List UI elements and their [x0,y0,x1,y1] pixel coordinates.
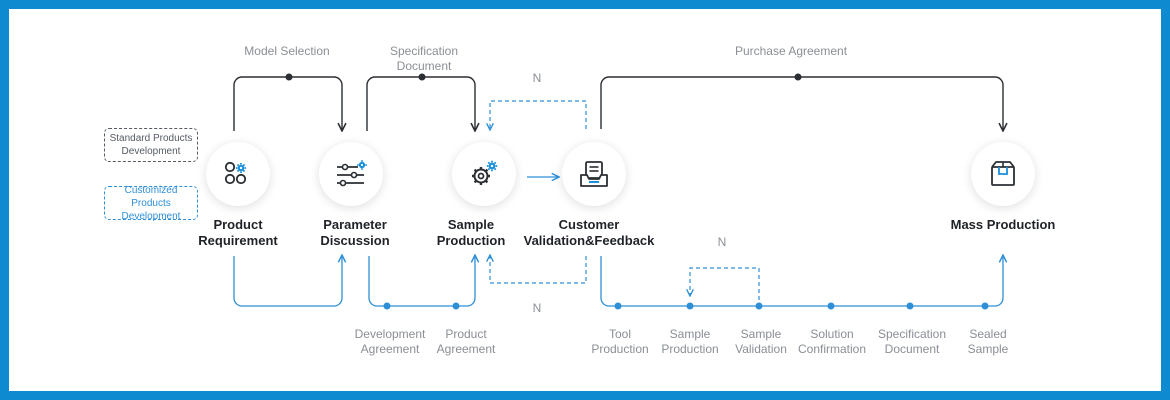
dot-sealed-sample [981,302,989,310]
label-solution-confirmation: Solution Confirmation [797,327,867,356]
label-purchase-agreement: Purchase Agreement [734,44,848,58]
dot-tool-production [614,302,622,310]
dot-model-selection [285,73,293,81]
top-connector-purchase [600,76,1003,131]
feedback-loop-bottom-n [490,255,587,284]
diagram-frame: Standard Products Development Customized… [9,9,1161,391]
label-specification-document: Specification Document [389,44,459,73]
product-grid-gear-icon[interactable] [206,142,270,206]
dot-purchase [794,73,802,81]
top-connector-specification [366,76,475,131]
dot-product-agreement [452,302,460,310]
dot-specification-document [906,302,914,310]
sliders-gear-icon[interactable] [319,142,383,206]
label-n-top: N [532,71,542,85]
bottom-connector-production [600,255,1003,307]
node-title-sample-production: Sample Production [436,217,506,248]
node-title-customer-validation: Customer Validation&Feedback [523,217,655,248]
node-title-mass-production: Mass Production [950,217,1056,232]
label-specification-document: Specification Document [877,327,947,356]
label-sample-production: Sample Production [661,327,719,356]
flow-lines [233,73,1161,310]
label-sealed-sample: Sealed Sample [967,327,1009,356]
node-title-parameter-discussion: Parameter Discussion [320,217,390,248]
package-box-icon[interactable] [971,142,1035,206]
customized-products-box: Customized Products Development [104,185,198,222]
label-model-selection: Model Selection [244,44,330,58]
dot-development-agreement [383,302,391,310]
label-n-right: N [717,235,727,249]
top-connector-model-selection [233,76,342,131]
label-tool-production: Tool Production [591,327,649,356]
feedback-loop-right-n [690,267,760,300]
dot-sample-production [686,302,694,310]
gears-icon[interactable] [452,142,516,206]
dot-solution-confirmation [827,302,835,310]
bottom-connector-discussion [368,255,475,307]
label-product-agreement: Product Agreement [436,327,496,356]
bottom-connector-requirement [233,255,342,307]
dot-specification [418,73,426,81]
feedback-loop-top-n [490,100,587,130]
standard-products-box: Standard Products Development [104,128,198,162]
dot-sample-validation [755,302,763,310]
label-n-middle: N [532,301,542,315]
node-title-product-requirement: Product Requirement [198,217,278,248]
label-sample-validation: Sample Validation [735,327,787,356]
document-tray-icon[interactable] [562,142,626,206]
label-development-agreement: Development Agreement [354,327,426,356]
